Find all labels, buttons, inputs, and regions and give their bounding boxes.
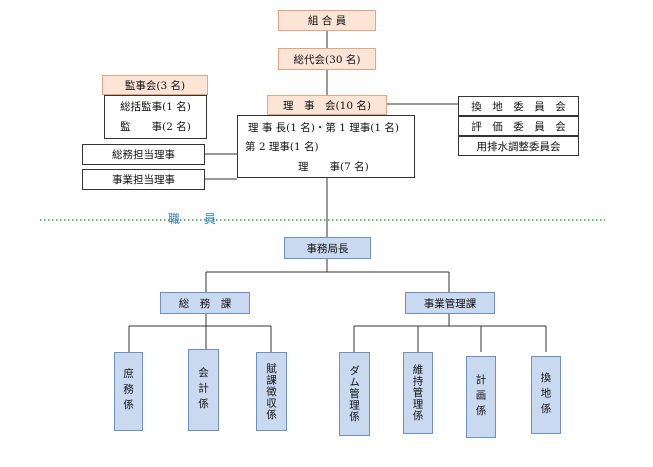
role-label: 総務担当理事 xyxy=(112,149,175,161)
business-management-section: 事業管理課 xyxy=(405,292,495,314)
unit-general-affairs: 庶務係 xyxy=(114,352,143,431)
auditors-header: 監事会(3 名) xyxy=(102,75,208,95)
auditors-header-label: 監事会(3 名) xyxy=(124,79,186,92)
board-line: 第 2 理事(1 名) xyxy=(245,141,319,153)
unit-label: 賦課徴収係 xyxy=(265,362,277,421)
assembly-label: 組 合 員 xyxy=(307,15,347,27)
unit-label: ダム管理係 xyxy=(348,365,360,423)
staff-label: 職 員 xyxy=(168,212,223,226)
assembly-box: 組 合 員 xyxy=(278,10,376,31)
committee-replotting: 換 地 委 員 会 xyxy=(458,96,579,116)
unit-maintenance: 維持管理係 xyxy=(403,352,433,434)
unit-replotting: 換地係 xyxy=(531,356,561,434)
section-label: 総 務 課 xyxy=(178,297,232,310)
committee-water: 用排水調整委員会 xyxy=(458,136,579,156)
unit-dam-management: ダム管理係 xyxy=(339,352,370,436)
committee-label: 換 地 委 員 会 xyxy=(471,100,566,113)
unit-label: 庶務係 xyxy=(122,368,134,415)
unit-planning: 計画係 xyxy=(466,356,496,438)
board-line: 理 事(7 名) xyxy=(298,161,369,173)
secretary-general-box: 事務局長 xyxy=(284,237,371,259)
auditors-members: 総括監事(1 名) 監 事(2 名) xyxy=(104,95,207,139)
role-label: 事業担当理事 xyxy=(112,174,175,186)
secretary-label: 事務局長 xyxy=(306,242,349,255)
unit-accounting: 会計係 xyxy=(188,349,219,431)
auditors-line: 監 事(2 名) xyxy=(120,121,191,133)
delegates-box: 総代会(30 名) xyxy=(278,48,376,70)
general-affairs-director: 総務担当理事 xyxy=(82,144,205,165)
business-director: 事業担当理事 xyxy=(82,169,205,190)
board-line: 理 事 長(1 名)・第 1 理事(1 名) xyxy=(248,122,399,134)
committee-valuation: 評 価 委 員 会 xyxy=(458,116,579,136)
unit-label: 換地係 xyxy=(539,371,552,419)
board-header: 理 事 会(10 名) xyxy=(267,95,387,115)
committee-label: 評 価 委 員 会 xyxy=(471,120,566,133)
board-header-label: 理 事 会(10 名) xyxy=(283,99,371,112)
unit-label: 維持管理係 xyxy=(411,364,424,422)
section-label: 事業管理課 xyxy=(423,297,477,310)
committee-label: 用排水調整委員会 xyxy=(476,140,561,153)
general-affairs-section: 総 務 課 xyxy=(160,292,250,314)
unit-label: 計画係 xyxy=(474,373,487,421)
unit-levy-collection: 賦課徴収係 xyxy=(256,352,287,431)
auditors-line: 総括監事(1 名) xyxy=(120,101,191,113)
delegates-label: 総代会(30 名) xyxy=(293,53,361,66)
unit-label: 会計係 xyxy=(197,366,209,414)
board-members: 理 事 長(1 名)・第 1 理事(1 名) 第 2 理事(1 名) 理 事(7… xyxy=(237,115,415,178)
